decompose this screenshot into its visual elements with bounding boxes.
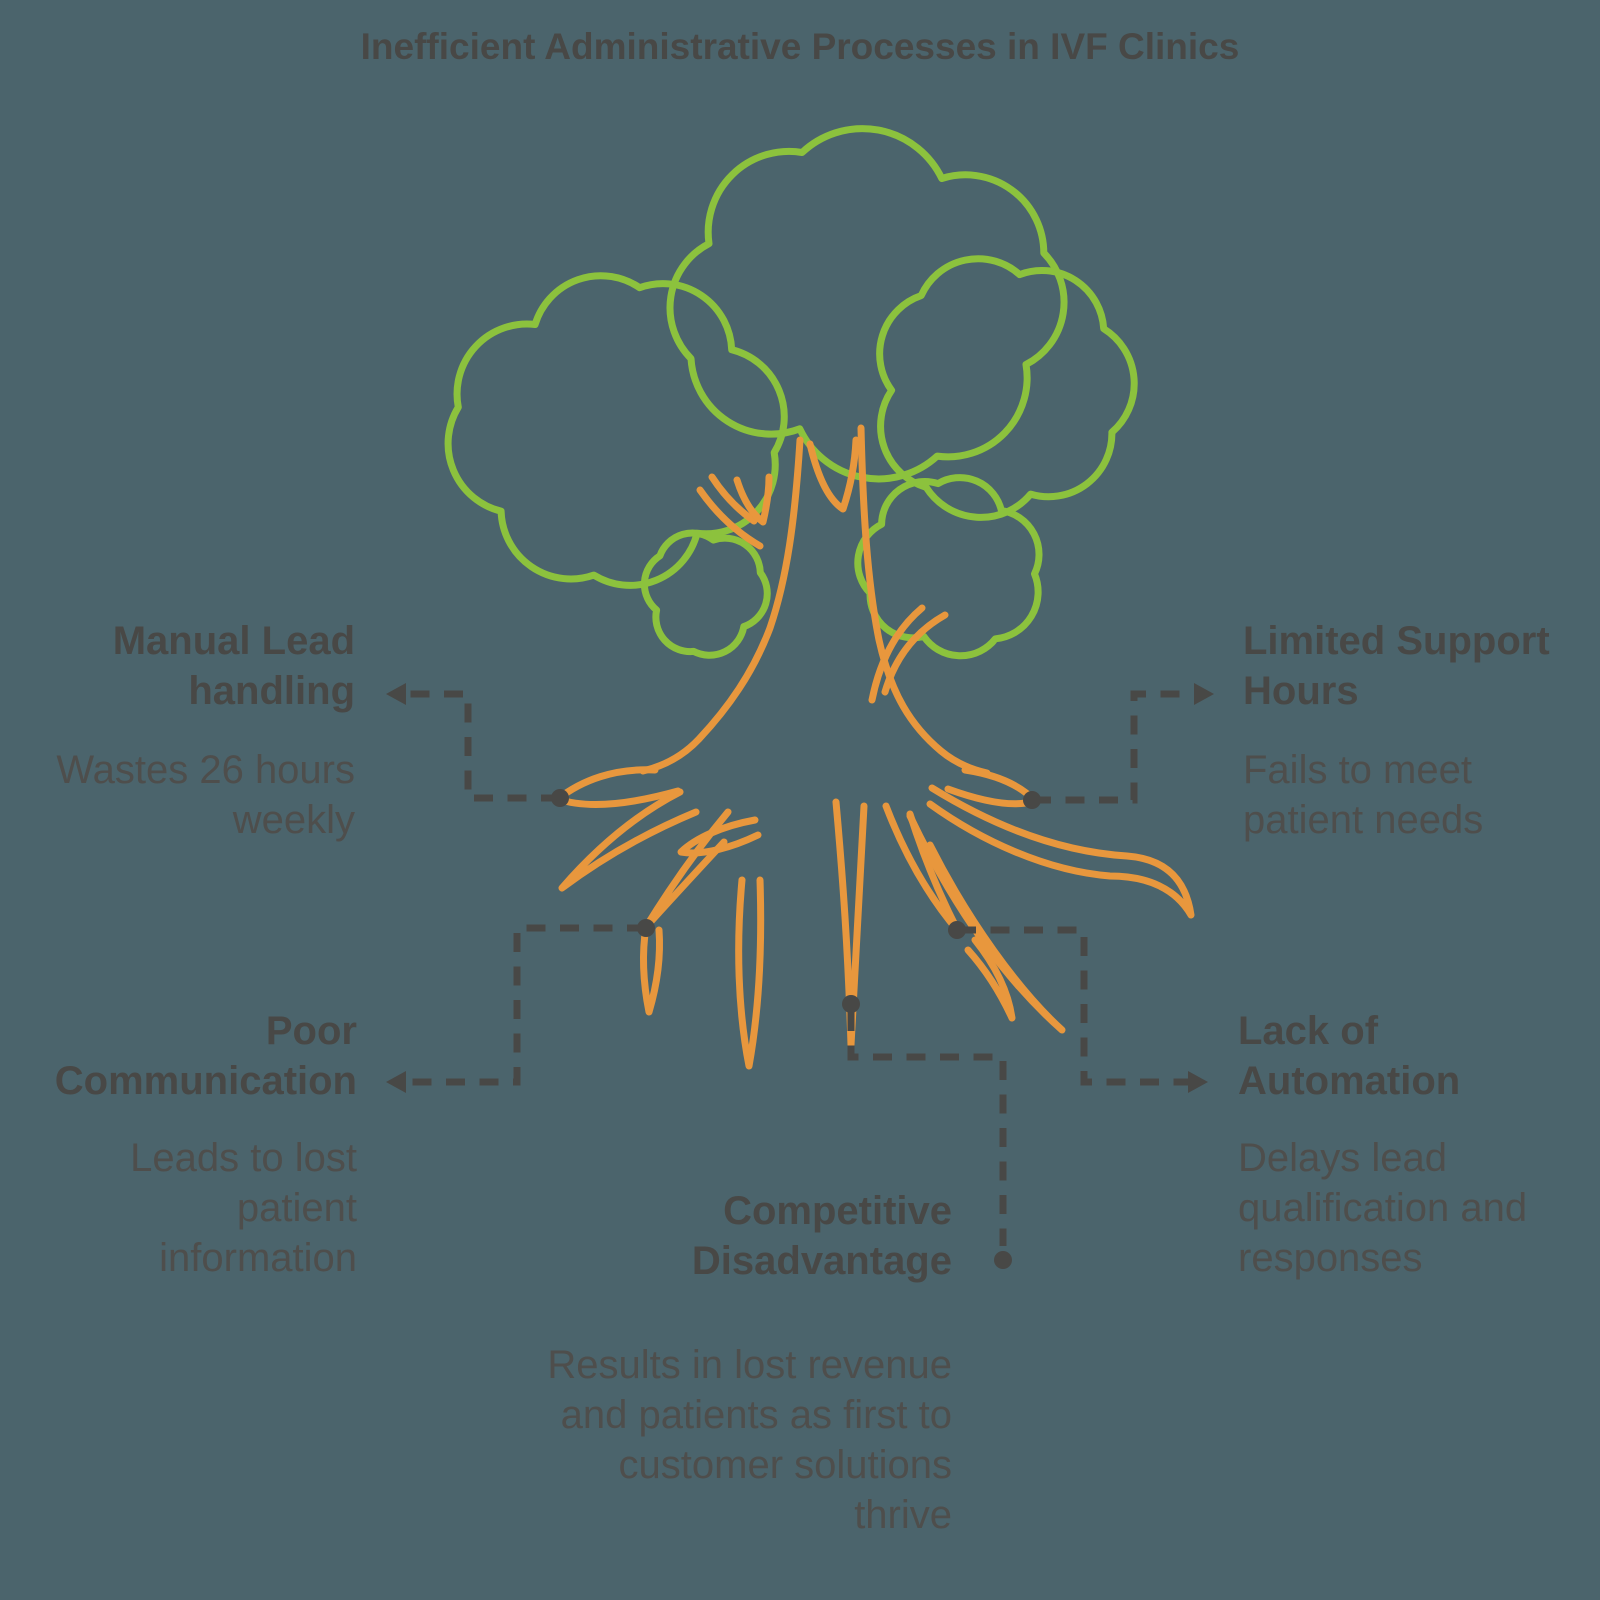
callout-title: Limited Support Hours [1243, 619, 1550, 713]
callout-body: Fails to meet patient needs [1243, 748, 1484, 842]
callout-body: Wastes 26 hours weekly [56, 748, 355, 842]
connector-manual-lead [404, 690, 560, 802]
right-branch [868, 604, 926, 704]
root-mid-long [735, 876, 765, 1070]
callout-lack-automation: Lack of Automation Delays lead qualifica… [1238, 1006, 1598, 1283]
left-branch-notch [733, 473, 773, 526]
arrowhead-manual-lead [386, 683, 406, 705]
anchor-dot-competitive-disadvantage [842, 995, 860, 1013]
root-right-hook [964, 936, 1016, 1022]
arrowhead-lack-automation [1188, 1071, 1208, 1093]
callout-competitive-disadvantage: Competitive Disadvantage Results in lost… [432, 1186, 952, 1540]
canopy-cloud-lower-right [854, 474, 1043, 660]
callout-title: Poor Communication [54, 1009, 357, 1103]
canopy-cloud-lower-left [640, 529, 771, 659]
anchor-dot-poor-communication [637, 919, 655, 937]
arrowhead-limited-support [1194, 683, 1214, 705]
callout-body: Results in lost revenue and patients as … [547, 1343, 952, 1537]
callout-title: Manual Lead handling [112, 619, 355, 713]
callout-manual-lead: Manual Lead handling Wastes 26 hours wee… [25, 616, 355, 845]
right-branch-2 [881, 611, 949, 696]
root-right-horizontal [944, 766, 1039, 808]
anchor-dot-lack-automation [948, 921, 966, 939]
canopy-cloud-left [444, 272, 788, 589]
end-dot-competitive-disadvantage [994, 1251, 1012, 1269]
diagram-title: Inefficient Administrative Processes in … [360, 26, 1240, 67]
trunk-top-notch [806, 436, 860, 513]
canopy-cloud-top [666, 125, 1068, 483]
tree-trunk-and-roots [554, 424, 1195, 1070]
callout-body: Leads to lost patient information [130, 1136, 357, 1280]
root-left-diagonal [558, 788, 700, 892]
arrowhead-poor-communication [386, 1071, 406, 1093]
connector-poor-communication [404, 924, 646, 1086]
trunk-right-edge [857, 424, 991, 777]
connector-lack-automation [957, 926, 1190, 1086]
trunk-left-edge [639, 436, 804, 775]
root-leaf [677, 816, 762, 857]
root-right-down [906, 812, 1066, 1034]
callout-poor-communication: Poor Communication Leads to lost patient… [27, 1006, 357, 1283]
left-branch [696, 486, 764, 550]
callout-connectors [386, 683, 1214, 1269]
root-right-mid [882, 802, 962, 935]
canopy-cloud-right [876, 255, 1138, 521]
tree-canopy [444, 125, 1138, 660]
root-poor-comm-hook [639, 923, 663, 1016]
root-center-long [832, 798, 868, 1049]
callout-body: Delays lead qualification and responses [1238, 1136, 1528, 1280]
connector-limited-support [1032, 690, 1196, 804]
callout-limited-support: Limited Support Hours Fails to meet pati… [1243, 616, 1573, 845]
left-branch-2 [708, 473, 758, 525]
anchor-dot-manual-lead [551, 789, 569, 807]
callout-title: Competitive Disadvantage [691, 1189, 952, 1283]
anchor-dot-limited-support [1023, 791, 1041, 809]
callout-title: Lack of Automation [1238, 1009, 1461, 1103]
root-right-curl [926, 784, 1195, 919]
